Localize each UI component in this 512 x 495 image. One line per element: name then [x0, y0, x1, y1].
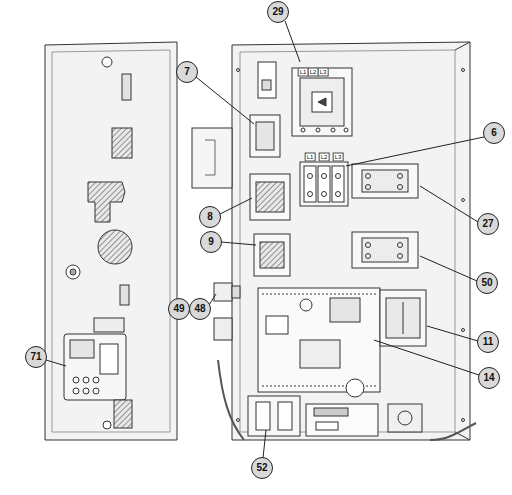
callout-number: 50	[476, 272, 498, 294]
callout-number: 27	[477, 213, 499, 235]
callout-number: 6	[483, 122, 505, 144]
terminal-label: L3	[318, 68, 329, 77]
callout-number: 8	[199, 206, 221, 228]
callout-number: 49	[168, 298, 190, 320]
callout-number: 14	[478, 367, 500, 389]
terminal-label: L1	[305, 153, 316, 162]
callout-number: 71	[25, 346, 47, 368]
callout-number: 9	[200, 231, 222, 253]
terminal-label: L3	[333, 153, 344, 162]
callout-number: 52	[251, 457, 273, 479]
callout-number: 48	[189, 298, 211, 320]
callout-number: 29	[267, 1, 289, 23]
terminal-label: L2	[319, 153, 330, 162]
callout-number: 7	[176, 61, 198, 83]
callout-number: 11	[477, 331, 499, 353]
